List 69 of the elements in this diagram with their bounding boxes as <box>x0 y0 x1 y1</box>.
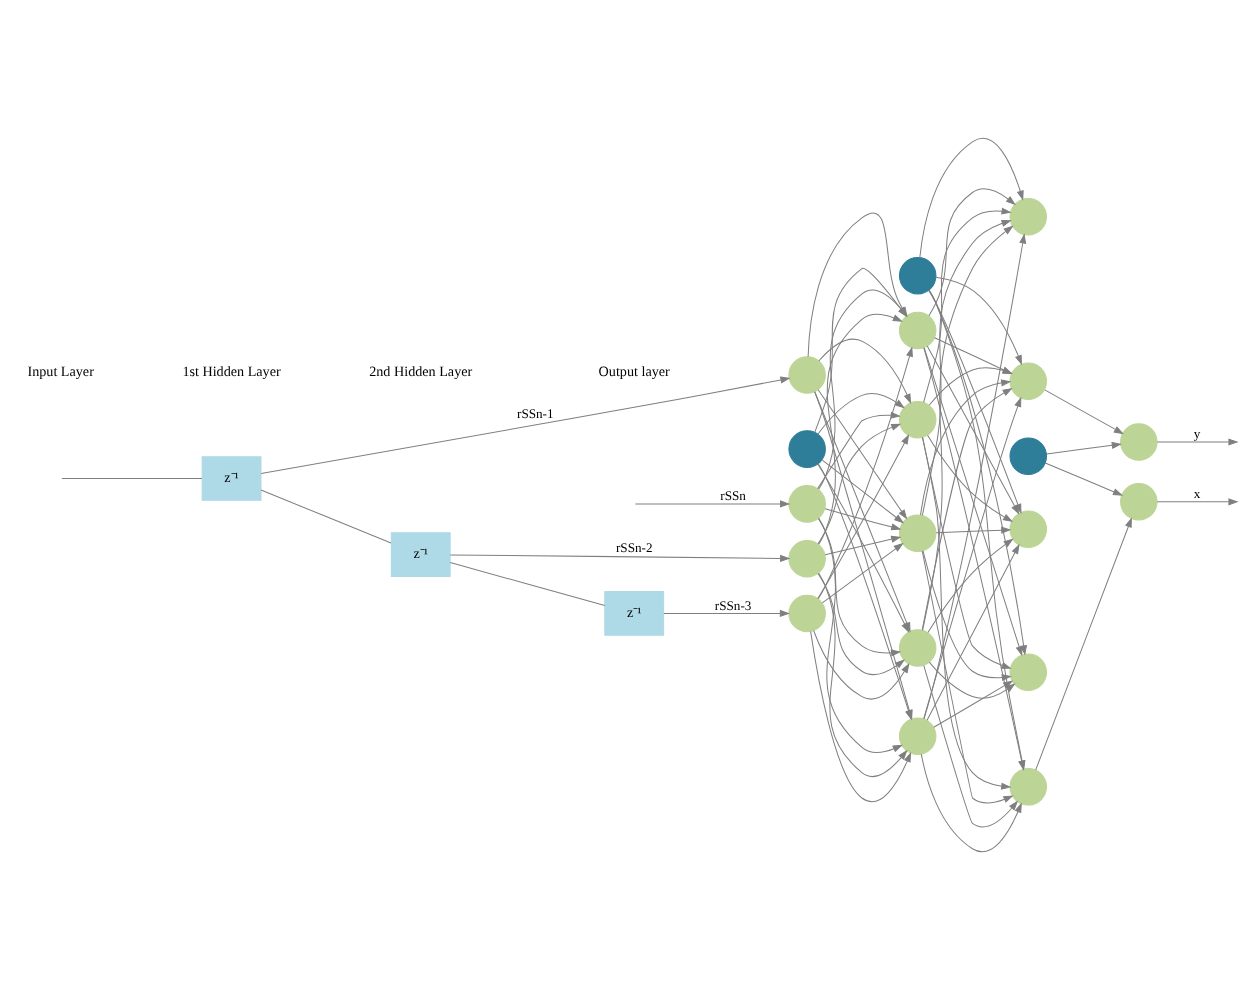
node-circle <box>788 485 826 523</box>
arrow <box>821 459 905 524</box>
node-circle <box>788 430 826 468</box>
node-circle <box>898 717 937 755</box>
arrow <box>1046 441 1122 455</box>
node-circle <box>898 256 937 295</box>
arrow <box>817 346 913 600</box>
arrow <box>1156 498 1239 506</box>
arrow <box>933 680 1014 728</box>
connector <box>449 562 606 607</box>
node-circle <box>1120 483 1158 521</box>
arrow <box>817 434 910 599</box>
arrow <box>928 188 1016 317</box>
arrow <box>663 609 790 617</box>
node-circle <box>1009 362 1047 400</box>
arrow <box>922 550 1012 682</box>
node-circle <box>898 514 937 553</box>
node-circle <box>788 594 826 633</box>
arrow <box>922 436 1012 669</box>
node-circle <box>898 311 937 350</box>
arrow <box>634 500 791 508</box>
arrow <box>934 337 1013 375</box>
node-circle <box>1009 653 1047 691</box>
arrow <box>935 526 1012 534</box>
arrow <box>814 267 908 433</box>
arrow <box>817 423 902 545</box>
arrow <box>1044 462 1124 496</box>
arrow <box>824 535 902 556</box>
arrow <box>923 233 1027 720</box>
arrow <box>824 508 902 531</box>
arrow <box>927 538 1014 634</box>
arrow <box>449 554 791 562</box>
connector <box>260 489 392 544</box>
node-circle <box>898 400 937 439</box>
arrow <box>260 376 791 475</box>
connector <box>61 478 203 480</box>
arrow <box>1044 389 1124 435</box>
arrow <box>1035 517 1132 771</box>
arrow <box>818 289 908 490</box>
arrow <box>935 276 1022 366</box>
arrow <box>919 137 1024 258</box>
arrow <box>927 434 1014 522</box>
node-circle <box>788 539 826 578</box>
arrow <box>921 220 1012 516</box>
arrow <box>920 379 1012 516</box>
arrow <box>1156 438 1239 446</box>
node-circle <box>1120 423 1158 461</box>
arrow <box>921 387 1013 631</box>
arrow <box>817 389 908 520</box>
arrow <box>922 436 1012 790</box>
node-circle <box>788 356 826 394</box>
arrow <box>923 207 1012 403</box>
arrow <box>928 661 1016 699</box>
arrow <box>923 664 1019 828</box>
arrow <box>921 550 1014 804</box>
node-circle <box>898 629 937 667</box>
arrow <box>821 542 904 604</box>
node-circle <box>1009 768 1047 806</box>
arrow <box>926 543 1020 721</box>
arrow <box>928 367 1013 406</box>
node-circle <box>1009 198 1047 236</box>
arrow <box>920 753 1022 853</box>
arrow <box>813 630 910 700</box>
arrow <box>807 212 908 358</box>
node-circle <box>1009 437 1047 475</box>
arrow <box>922 225 1014 631</box>
node-circle <box>1009 510 1047 548</box>
arrow <box>818 338 912 404</box>
arrow <box>928 289 1028 656</box>
